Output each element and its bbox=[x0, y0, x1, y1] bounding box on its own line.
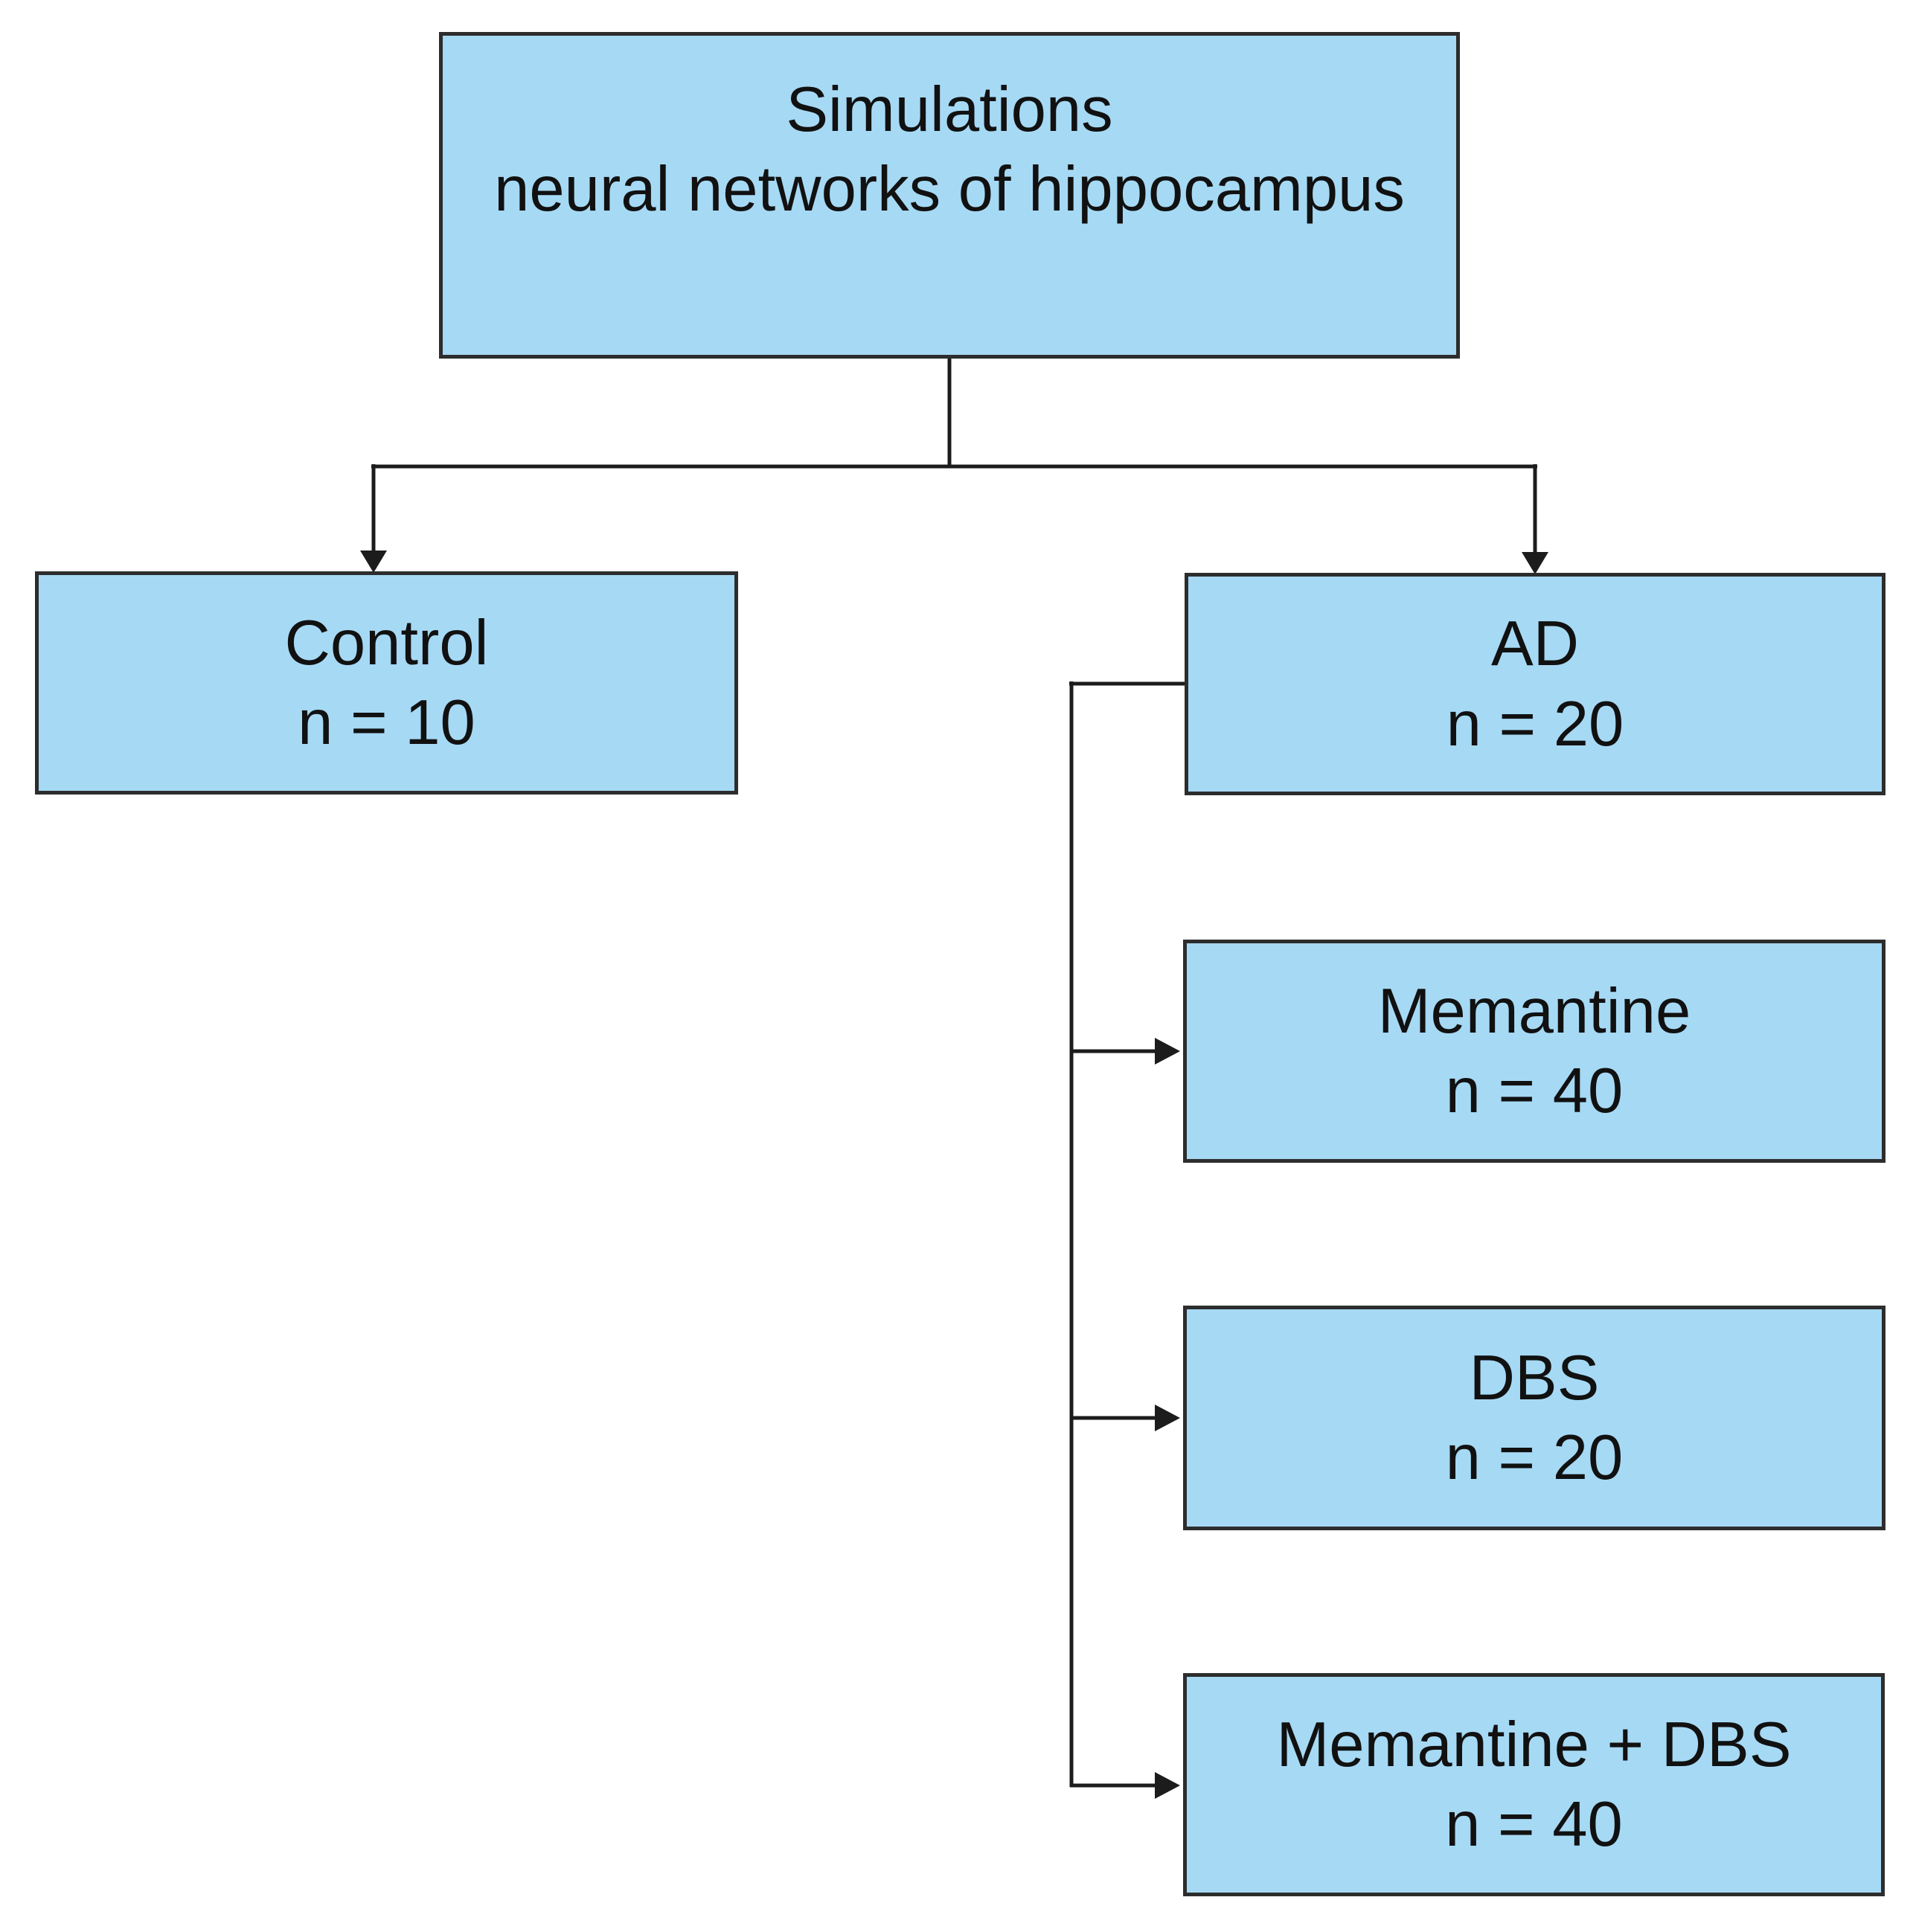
node-dbs: DBS n = 20 bbox=[1183, 1306, 1885, 1530]
node-ad-count: n = 20 bbox=[1446, 688, 1624, 760]
node-control-count: n = 10 bbox=[298, 687, 475, 758]
node-memantine-dbs-label: Memantine + DBS bbox=[1276, 1709, 1792, 1780]
node-simulations: Simulations neural networks of hippocamp… bbox=[439, 32, 1460, 359]
node-control-label: Control bbox=[284, 607, 489, 678]
node-simulations-subtitle: neural networks of hippocampus bbox=[494, 154, 1405, 225]
node-simulations-title: Simulations bbox=[786, 74, 1113, 145]
node-memantine-dbs-count: n = 40 bbox=[1445, 1789, 1623, 1860]
node-dbs-label: DBS bbox=[1469, 1342, 1600, 1413]
connector-arrow-memantine bbox=[1070, 1038, 1180, 1065]
node-memantine-count: n = 40 bbox=[1445, 1056, 1624, 1126]
node-ad: AD n = 20 bbox=[1185, 573, 1885, 795]
node-ad-label: AD bbox=[1490, 609, 1580, 680]
connector-arrow-ad bbox=[1522, 464, 1548, 574]
node-memantine: Memantine n = 40 bbox=[1183, 940, 1885, 1163]
node-memantine-label: Memantine bbox=[1377, 975, 1691, 1047]
connector-arrow-control bbox=[360, 464, 387, 573]
node-control: Control n = 10 bbox=[35, 571, 738, 795]
connector-arrow-dbs bbox=[1070, 1405, 1180, 1431]
node-dbs-count: n = 20 bbox=[1445, 1422, 1624, 1493]
node-memantine-dbs: Memantine + DBS n = 40 bbox=[1183, 1673, 1885, 1896]
connector-arrow-memantine-dbs bbox=[1070, 1772, 1180, 1799]
